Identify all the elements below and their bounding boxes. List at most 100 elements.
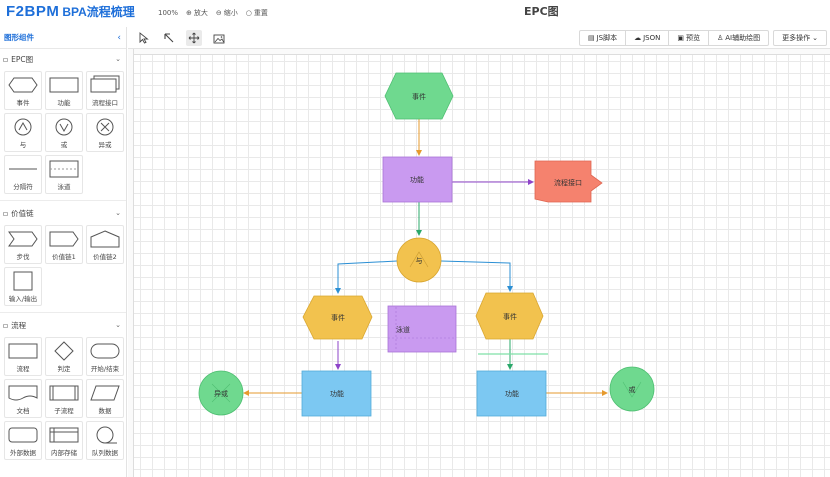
pentagon-arrow-icon [49, 231, 79, 247]
shape-xor[interactable]: 异或 [86, 113, 124, 152]
swimlane-icon [49, 160, 79, 178]
ai-draw-button[interactable]: ♙AI辅助绘图 [708, 30, 770, 46]
logo-text: F2BPM [6, 3, 60, 20]
connector[interactable] [335, 260, 398, 294]
page-title: EPC图 [524, 5, 559, 18]
shape-or[interactable]: 或 [45, 113, 83, 152]
collapse-sidebar-icon[interactable]: ‹ [117, 32, 121, 43]
shape-queue-data[interactable]: 队列数据 [86, 421, 124, 460]
node-label: 与 [416, 257, 423, 265]
shape-value-chain-2[interactable]: 价值链2 [86, 225, 124, 264]
shape-label: 输入/输出 [8, 295, 38, 303]
shape-process[interactable]: 流程 [4, 337, 42, 376]
zoom-in-label: 放大 [193, 9, 208, 17]
group-icon: ▫ [3, 54, 9, 64]
shape-start-end[interactable]: 开始/结束 [86, 337, 124, 376]
sidebar-title: 图形组件 [4, 33, 34, 42]
group-header-value-chain[interactable]: ▫价值链 ⌄ [0, 203, 126, 223]
shape-process-interface[interactable]: 流程接口 [86, 71, 124, 110]
shape-value-chain-1[interactable]: 价值链1 [45, 225, 83, 264]
shape-step[interactable]: 步伐 [4, 225, 42, 264]
chevron-down-icon: ⌄ [115, 321, 121, 329]
cloud-icon: ☁ [634, 34, 642, 42]
group-title-value-chain: 价值链 [11, 208, 34, 218]
process-interface-icon [90, 75, 120, 93]
shape-label: 价值链1 [52, 253, 76, 261]
function-node-left[interactable]: 功能 [301, 370, 372, 417]
group-header-epc[interactable]: ▫EPC图 ⌄ [0, 49, 126, 69]
and-gateway-node[interactable]: 与 [396, 237, 442, 283]
or-gateway-node[interactable]: 或 [609, 366, 655, 412]
shape-decision[interactable]: 判定 [45, 337, 83, 376]
chevron-down-icon: ⌄ [812, 34, 818, 42]
vertical-ruler [128, 49, 134, 477]
shape-label: 数据 [98, 407, 112, 415]
shape-internal-storage[interactable]: 内部存储 [45, 421, 83, 460]
pan-tool[interactable] [186, 30, 202, 46]
image-tool[interactable] [211, 30, 227, 46]
shape-label: 异或 [98, 141, 112, 149]
event-node-right[interactable]: 事件 [475, 292, 544, 340]
reset-button[interactable]: ○重置 [246, 8, 268, 18]
logo-subtitle: BPA流程梳理 [62, 5, 135, 19]
node-label: 异或 [214, 389, 228, 398]
diamond-icon [54, 341, 74, 361]
js-script-button[interactable]: ▤JS脚本 [578, 30, 627, 46]
connector[interactable] [440, 260, 513, 292]
shape-document[interactable]: 文档 [4, 379, 42, 418]
shape-swimlane[interactable]: 泳道 [45, 155, 83, 194]
group-title-flow: 流程 [11, 320, 27, 330]
shape-label: 或 [60, 141, 68, 149]
node-label: 功能 [330, 389, 344, 398]
and-gateway-icon [14, 118, 32, 136]
shape-function[interactable]: 功能 [45, 71, 83, 110]
shape-label: 流程接口 [92, 99, 118, 107]
shape-label: 步伐 [16, 253, 30, 261]
square-icon [13, 271, 33, 291]
sidebar-header: 图形组件 ‹ [0, 27, 126, 49]
shape-data[interactable]: 数据 [86, 379, 124, 418]
select-tool[interactable] [136, 30, 152, 46]
zoom-in-button[interactable]: ⊕放大 [186, 8, 208, 18]
zoom-in-icon: ⊕ [186, 9, 192, 17]
toolbar-buttons: ▤JS脚本 ☁JSON ▣预览 ♙AI辅助绘图 更多操作⌄ [578, 30, 827, 46]
shape-event[interactable]: 事件 [4, 71, 42, 110]
shape-subprocess[interactable]: 子流程 [45, 379, 83, 418]
shape-external-data[interactable]: 外部数据 [4, 421, 42, 460]
shape-label: 开始/结束 [90, 365, 120, 373]
shape-input-output[interactable]: 输入/输出 [4, 267, 42, 306]
shape-label: 外部数据 [10, 449, 36, 457]
value-chain-shapes: 步伐 价值链1 价值链2 输入/输出 [0, 223, 126, 310]
node-label: 功能 [410, 175, 424, 184]
or-gateway-icon [55, 118, 73, 136]
node-label: 功能 [505, 389, 519, 398]
node-label: 流程接口 [554, 178, 582, 187]
xor-gateway-node[interactable]: 异或 [198, 370, 244, 416]
shape-label: 内部存储 [51, 449, 77, 457]
event-node-top[interactable]: 事件 [384, 72, 454, 120]
reset-label: 重置 [253, 9, 268, 17]
shape-separator[interactable]: 分隔符 [4, 155, 42, 194]
zoom-out-icon: ⊖ [215, 9, 222, 17]
diagram-canvas[interactable]: 事件 功能 流程接口 与 事件 泳道 [128, 49, 830, 477]
preview-button[interactable]: ▣预览 [669, 30, 709, 46]
move-icon [188, 32, 200, 44]
function-node-right[interactable]: 功能 [476, 370, 547, 417]
more-actions-button[interactable]: 更多操作⌄ [773, 30, 827, 46]
group-header-flow[interactable]: ▫流程 ⌄ [0, 315, 126, 335]
function-node-top[interactable]: 功能 [382, 156, 453, 203]
more-actions-label: 更多操作 [782, 34, 811, 42]
chevron-down-icon: ⌄ [115, 209, 121, 217]
connect-tool[interactable] [161, 30, 177, 46]
process-interface-node[interactable]: 流程接口 [534, 160, 603, 203]
rounded-rect-icon [8, 427, 38, 443]
internal-storage-icon [49, 427, 79, 443]
terminator-icon [90, 343, 120, 359]
node-label: 或 [629, 385, 636, 394]
json-button[interactable]: ☁JSON [626, 30, 670, 46]
shape-and[interactable]: 与 [4, 113, 42, 152]
swimlane-node[interactable]: 泳道 [387, 305, 457, 353]
zoom-out-button[interactable]: ⊖缩小 [216, 8, 238, 18]
event-node-left[interactable]: 事件 [302, 295, 373, 340]
